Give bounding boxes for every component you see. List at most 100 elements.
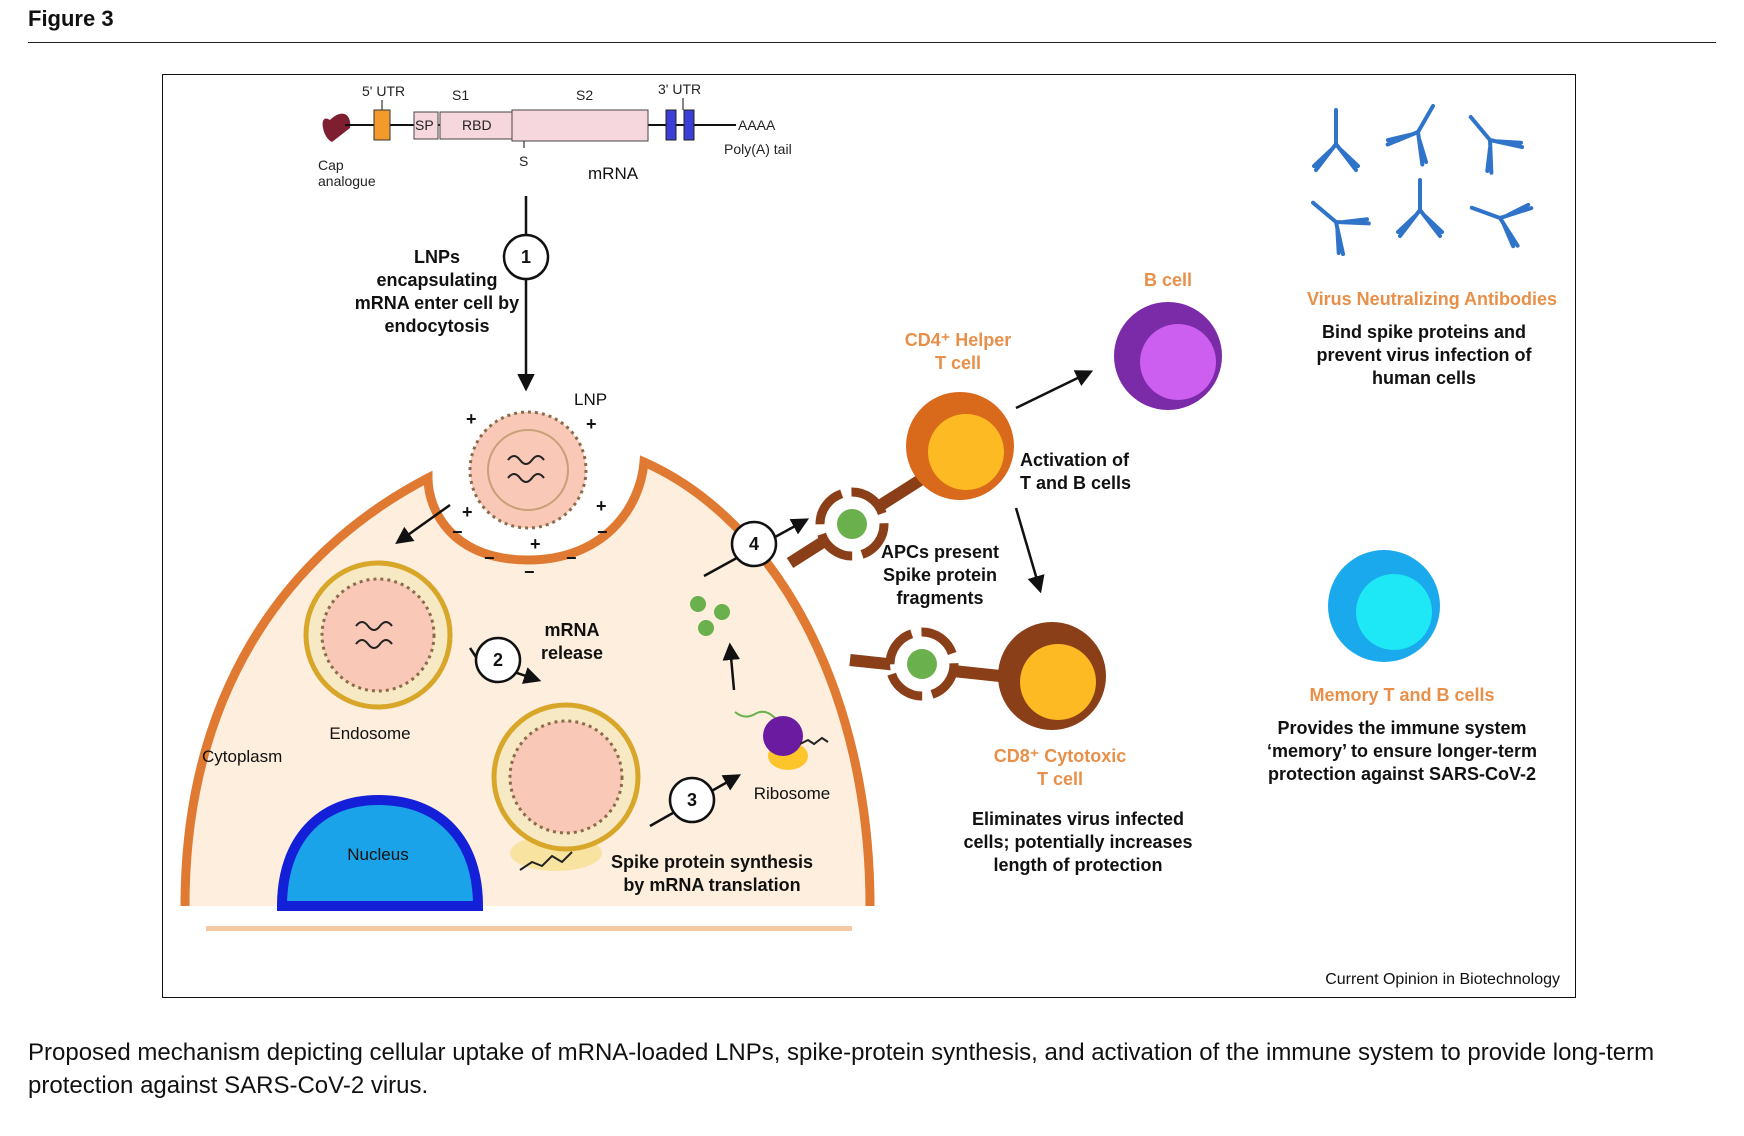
svg-text:−: − [566,548,577,568]
svg-text:+: + [530,534,541,554]
step1-badge [502,233,550,281]
cd8-description: Eliminates virus infected cells; potenti… [963,809,1192,875]
cytoplasm-label: Cytoplasm [202,747,282,766]
antibodies-title: Virus Neutralizing Antibodies [1307,289,1557,309]
svg-text:−: − [524,562,535,582]
utr5-box [373,109,391,141]
svg-text:mRNA enter cell by: mRNA enter cell by [355,293,519,313]
step2-text-2: release [541,643,603,663]
svg-text:+: + [462,502,473,522]
svg-text:endocytosis: endocytosis [384,316,489,336]
cd8-label-1: CD8⁺ Cytotoxic [994,746,1127,766]
svg-text:+: + [466,409,477,429]
title-rule [28,42,1716,43]
memory-cell [1328,550,1440,662]
released-lnp [491,702,641,871]
endosome [303,560,453,710]
utr3-box-a [665,109,677,141]
activation-text-2: T and B cells [1020,473,1131,493]
svg-text:encapsulating: encapsulating [376,270,497,290]
step2-text-1: mRNA [544,620,599,640]
svg-text:Bind spike proteins and: Bind spike proteins and [1322,322,1526,342]
charge-signs: + + + + + − − − − − [452,409,608,582]
step3-number: 3 [687,790,697,810]
cap-analogue-shape [322,113,351,142]
step1-number: 1 [521,247,531,267]
memory-title: Memory T and B cells [1309,685,1494,705]
cd8-label-2: T cell [1037,769,1083,789]
cell-base-line [206,926,852,931]
antibody-icons [1311,104,1534,257]
step2-number: 2 [493,650,503,670]
svg-text:length of protection: length of protection [994,855,1163,875]
svg-text:−: − [597,522,608,542]
s2-box [511,109,649,142]
to-bcell-arrow [1015,370,1094,410]
activation-text-1: Activation of [1020,450,1130,470]
svg-text:‘memory’ to ensure longer-term: ‘memory’ to ensure longer-term [1267,741,1537,761]
apc-label: APCs present Spike protein fragments [881,542,999,608]
lnp-particle [468,410,588,530]
to-cd8-arrow [1014,507,1045,594]
svg-text:−: − [452,522,463,542]
cap-label-2: analogue [318,173,376,189]
svg-text:Eliminates virus infected: Eliminates virus infected [972,809,1184,829]
cd4-label-2: T cell [935,353,981,373]
endosome-label: Endosome [329,724,410,743]
mechanism-diagram: 5' UTR S1 S2 3' UTR SP RBD S AAAA Poly(A… [180,81,1560,988]
svg-text:APCs present: APCs present [881,542,999,562]
step3-text-2: by mRNA translation [623,875,800,895]
svg-text:protection against SARS-CoV-2: protection against SARS-CoV-2 [1268,764,1536,784]
svg-text:+: + [596,496,607,516]
sp-box [413,111,439,140]
s-label: S [519,153,528,169]
polya-label: AAAA [738,117,776,133]
utr3-label: 3' UTR [658,81,701,97]
svg-text:Provides the immune system: Provides the immune system [1277,718,1526,738]
rbd-label: RBD [462,117,492,133]
ribosome-label: Ribosome [754,784,831,803]
cap-label-1: Cap [318,157,344,173]
step4-number: 4 [749,534,759,554]
b-cell [1114,302,1222,410]
endocytosis-arrow [395,503,451,545]
svg-text:prevent virus infection of: prevent virus infection of [1316,345,1532,365]
nucleus-label: Nucleus [347,845,408,864]
svg-text:+: + [586,414,597,434]
step2-badge [474,636,522,684]
step3-badge [668,776,716,824]
ribosome [734,710,829,770]
antibodies-description: Bind spike proteins and prevent virus in… [1316,322,1532,388]
polya-tail-label: Poly(A) tail [724,141,792,157]
s1-label: S1 [452,87,469,103]
bcell-label: B cell [1144,270,1192,290]
svg-text:Spike protein: Spike protein [883,565,997,585]
step4-badge [730,520,778,568]
mrna-label: mRNA [588,164,639,183]
synthesis-arrow [722,642,740,691]
step3-text-1: Spike protein synthesis [611,852,813,872]
apc-receptor-bottom [885,627,959,701]
lnp-label: LNP [574,390,607,409]
memory-description: Provides the immune system ‘memory’ to e… [1267,718,1537,784]
step1-text: LNPs encapsulating mRNA enter cell by en… [355,247,519,336]
cd8-t-cell [998,622,1106,730]
utr5-label: 5' UTR [362,83,405,99]
svg-text:fragments: fragments [896,588,983,608]
journal-credit: Current Opinion in Biotechnology [1325,971,1560,988]
spike-fragments [690,596,730,636]
nucleus [276,794,484,911]
svg-text:human cells: human cells [1372,368,1476,388]
figure-title: Figure 3 [28,6,114,31]
utr3-box-b [683,109,695,141]
s2-label: S2 [576,87,593,103]
apc-receptor-top [815,487,889,561]
cd4-label-1: CD4⁺ Helper [905,330,1012,350]
figure-frame [162,74,1576,998]
svg-text:−: − [484,548,495,568]
svg-text:LNPs: LNPs [414,247,460,267]
sp-label: SP [415,117,434,133]
figure-caption: Proposed mechanism depicting cellular up… [28,1039,1655,1099]
cd4-t-cell [906,392,1014,500]
mrna-construct: 5' UTR S1 S2 3' UTR SP RBD S AAAA Poly(A… [318,81,792,189]
